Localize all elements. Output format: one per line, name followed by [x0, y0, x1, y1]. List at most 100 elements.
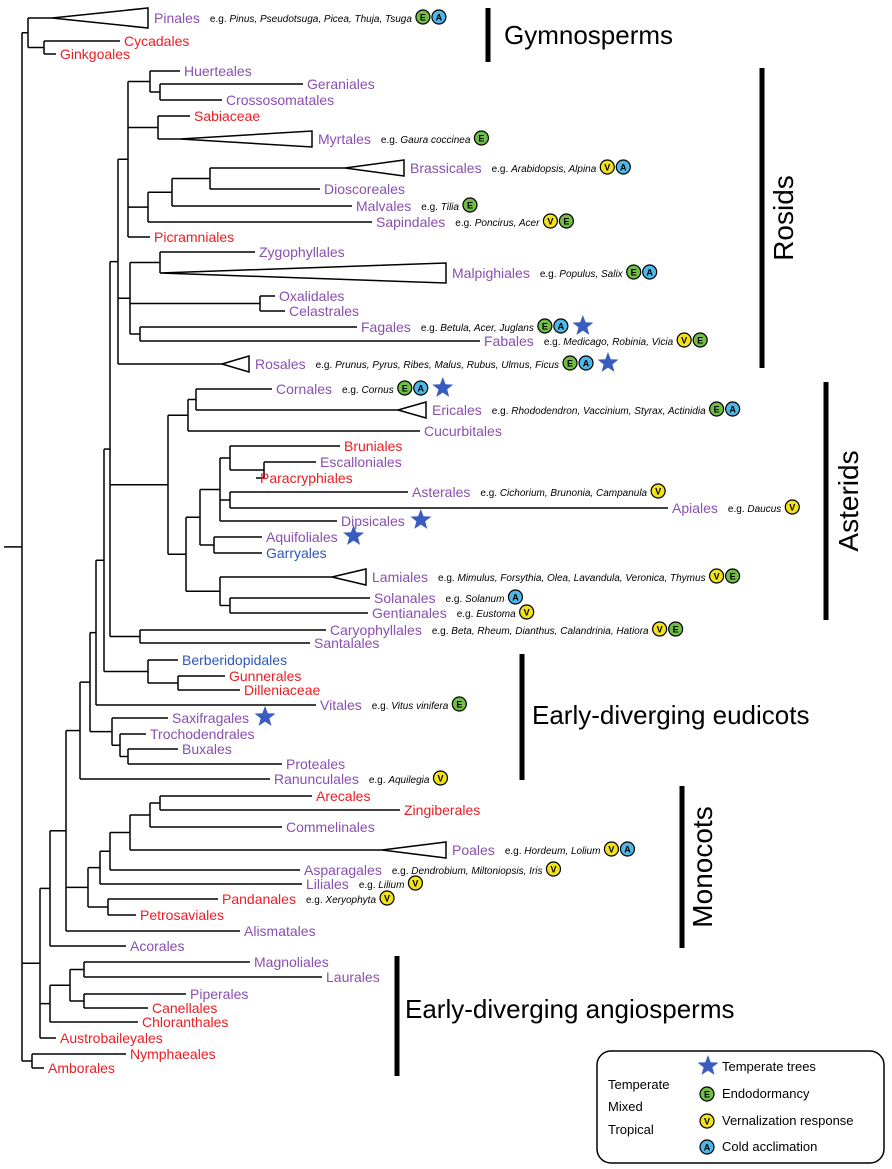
taxon-malvales: Malvales	[356, 198, 411, 214]
taxon-trochodendrales: Trochodendrales	[150, 726, 255, 742]
vernalization-badge-icon: V	[784, 499, 800, 515]
temperate-tree-star-icon	[432, 377, 454, 397]
taxon-gentianales: Gentianales	[372, 605, 447, 621]
taxon-garryales: Garryales	[266, 545, 327, 561]
apiales-example: e.g. Daucus	[728, 504, 781, 515]
vernalization-badge-icon: V	[603, 841, 620, 857]
svg-text:V: V	[714, 571, 720, 581]
taxon-ginkgoales: Ginkgoales	[60, 46, 130, 62]
temperate-tree-star-icon	[572, 315, 594, 335]
early-angiosperms-label: Early-diverging angiosperms	[405, 994, 734, 1024]
cornales-example: e.g. Cornus	[342, 385, 394, 396]
taxon-pinales: Pinales	[154, 10, 200, 26]
gentianales-example: e.g. Eustoma	[457, 609, 516, 620]
endodormancy-badge-icon: E	[415, 9, 431, 25]
endodormancy-badge-icon: E	[537, 318, 553, 334]
taxon-dipsicales: Dipsicales	[341, 513, 405, 529]
early-eudicots-label: Early-diverging eudicots	[532, 700, 809, 730]
legend-endodormancy-icon: E	[699, 1086, 715, 1102]
endodormancy-badge-icon: E	[562, 355, 578, 371]
svg-text:A: A	[583, 358, 590, 368]
taxon-crossosomatales: Crossosomatales	[226, 92, 334, 108]
taxon-asterales: Asterales	[412, 484, 470, 500]
svg-text:V: V	[657, 624, 663, 634]
svg-text:A: A	[624, 844, 631, 854]
cold-acclimation-badge-icon: A	[642, 264, 658, 280]
brassicales-collapsed-clade-wedge	[344, 159, 405, 177]
vernalization-badge-icon: V	[652, 621, 668, 637]
taxon-bruniales: Bruniales	[344, 438, 402, 454]
taxon-piperales: Piperales	[190, 986, 248, 1002]
taxon-pandanales: Pandanales	[222, 891, 296, 907]
taxon-acorales: Acorales	[130, 938, 184, 954]
endodormancy-badge-icon: E	[724, 568, 741, 584]
svg-text:A: A	[646, 267, 653, 277]
endodormancy-badge-icon: E	[558, 213, 575, 229]
legend-box	[596, 1050, 885, 1164]
taxon-canellales: Canellales	[152, 1000, 217, 1016]
pandanales-example: e.g. Xeryophyta	[306, 895, 376, 906]
taxon-caryophyllales: Caryophyllales	[330, 622, 422, 638]
svg-text:E: E	[456, 699, 462, 709]
cold-acclimation-badge-icon: A	[699, 1139, 715, 1155]
taxon-petrosaviales: Petrosaviales	[140, 907, 224, 923]
taxon-zygophyllales: Zygophyllales	[259, 244, 345, 260]
temperate-tree-star-icon	[410, 509, 432, 529]
svg-text:A: A	[512, 592, 519, 602]
svg-text:E: E	[567, 358, 573, 368]
malpighiales-example: e.g. Populus, Salix	[540, 269, 624, 280]
vernalization-badge-icon: V	[519, 604, 535, 620]
taxon-laurales: Laurales	[326, 969, 380, 985]
legend-cold-acclimation-icon: A	[699, 1139, 715, 1155]
legend-endodormancy: Endodormancy	[722, 1086, 810, 1101]
malpighiales-collapsed-clade-wedge	[159, 262, 447, 284]
asterids-label: Asterids	[833, 450, 864, 551]
endodormancy-badge-icon: E	[397, 380, 413, 396]
temperate-tree-star-icon	[597, 352, 619, 372]
legend-star-shape	[697, 1055, 719, 1075]
taxon-fagales: Fagales	[361, 319, 411, 335]
cold-acclimation-badge-icon: A	[725, 401, 741, 417]
taxon-commelinales: Commelinales	[286, 819, 375, 835]
fagales-example: e.g. Betula, Acer, Juglans	[421, 323, 534, 334]
svg-text:A: A	[436, 12, 443, 22]
taxon-picramniales: Picramniales	[154, 229, 234, 245]
taxon-dioscoreales: Dioscoreales	[324, 181, 405, 197]
lamiales-collapsed-clade-wedge	[331, 568, 367, 586]
taxon-buxales: Buxales	[182, 741, 232, 757]
vernalization-badge-icon: V	[379, 890, 395, 906]
svg-text:V: V	[437, 773, 443, 783]
svg-text:E: E	[697, 335, 703, 345]
taxon-nymphaeales: Nymphaeales	[130, 1046, 216, 1062]
svg-text:E: E	[478, 133, 484, 143]
lamiales-example: e.g. Mimulus, Forsythia, Olea, Lavandula…	[438, 573, 706, 584]
taxon-brassicales: Brassicales	[410, 160, 482, 176]
taxon-asparagales: Asparagales	[304, 862, 382, 878]
endodormancy-badge-icon: E	[692, 332, 708, 348]
cold-acclimation-badge-icon: A	[431, 9, 447, 25]
svg-text:A: A	[704, 1142, 711, 1152]
svg-text:V: V	[681, 335, 687, 345]
caryophyllales-example: e.g. Beta, Rheum, Dianthus, Calandrinia,…	[432, 626, 649, 637]
vernalization-badge-icon: V	[650, 483, 666, 499]
taxon-poales: Poales	[452, 842, 495, 858]
taxon-celastrales: Celastrales	[289, 303, 359, 319]
legend-tropical: Tropical	[608, 1122, 654, 1137]
asterales-example: e.g. Cichorium, Brunonia, Campanula	[480, 488, 647, 499]
cold-acclimation-badge-icon: A	[413, 380, 429, 396]
gymnosperms-label: Gymnosperms	[504, 20, 673, 50]
vitales-example: e.g. Vitus vinifera	[372, 701, 449, 712]
endodormancy-badge-icon: E	[473, 130, 490, 146]
group-brackets	[394, 8, 829, 1076]
legend-vernalization: Vernalization response	[722, 1113, 854, 1128]
collapsed-clade-wedges	[51, 7, 447, 859]
svg-text:V: V	[547, 216, 553, 226]
legend-temperate: Temperate	[608, 1077, 669, 1092]
svg-text:E: E	[631, 267, 637, 277]
legend-star-icon	[697, 1055, 719, 1075]
taxon-ericales: Ericales	[432, 402, 482, 418]
ranunculales-example: e.g. Aquilegia	[369, 775, 430, 786]
taxon-amborales: Amborales	[48, 1060, 115, 1076]
svg-text:V: V	[384, 893, 390, 903]
